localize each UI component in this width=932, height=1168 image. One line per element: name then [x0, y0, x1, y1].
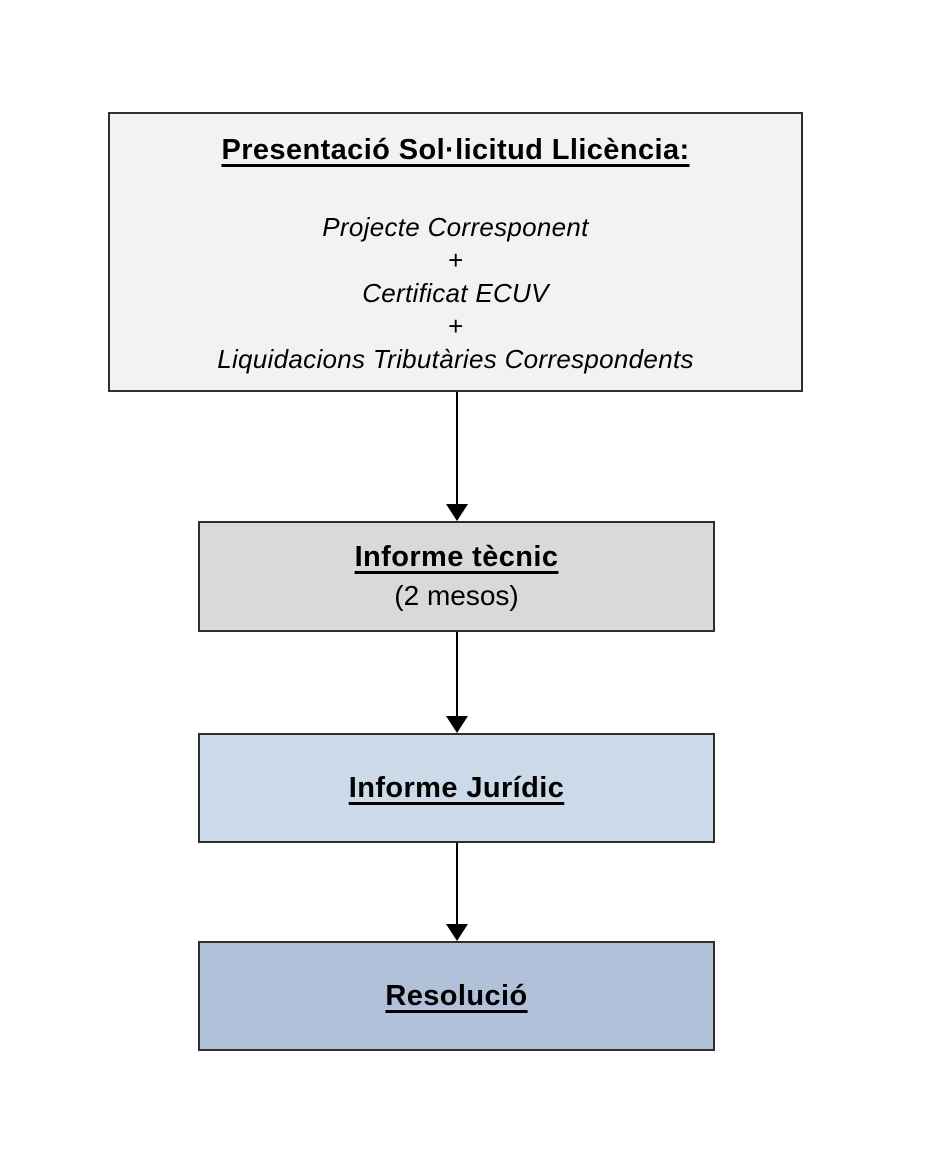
plus-sign: +: [447, 245, 464, 275]
step-title-informe-juridic: Informe Jurídic: [348, 771, 565, 804]
step-box-informe-juridic: Informe Jurídic: [198, 733, 715, 843]
step-box-presentacio: Presentació Sol·licitud Llicència: Proje…: [108, 112, 803, 392]
step-title-presentacio: Presentació Sol·licitud Llicència:: [221, 134, 690, 166]
connector-arrow-3: [445, 843, 469, 941]
step-title-informe-tecnic: Informe tècnic: [354, 541, 559, 573]
arrow-down-icon: [446, 924, 468, 941]
step-title-resolucio: Resolució: [385, 979, 528, 1012]
item-liquidacions-tributaries: Liquidacions Tributàries Correspondents: [217, 344, 694, 374]
presentacio-items-list: Projecte Corresponent + Certificat ECUV …: [217, 211, 694, 376]
arrow-down-icon: [446, 716, 468, 733]
step-subtitle-informe-tecnic: (2 mesos): [394, 580, 519, 611]
arrow-line: [456, 632, 458, 716]
step-box-informe-tecnic: Informe tècnic (2 mesos): [198, 521, 715, 632]
plus-sign: +: [447, 311, 464, 341]
connector-arrow-1: [445, 392, 469, 521]
connector-arrow-2: [445, 632, 469, 733]
arrow-line: [456, 843, 458, 924]
item-projecte-corresponent: Projecte Corresponent: [322, 212, 589, 242]
item-certificat-ecuv: Certificat ECUV: [362, 278, 549, 308]
step-box-resolucio: Resolució: [198, 941, 715, 1051]
arrow-down-icon: [446, 504, 468, 521]
arrow-line: [456, 392, 458, 504]
